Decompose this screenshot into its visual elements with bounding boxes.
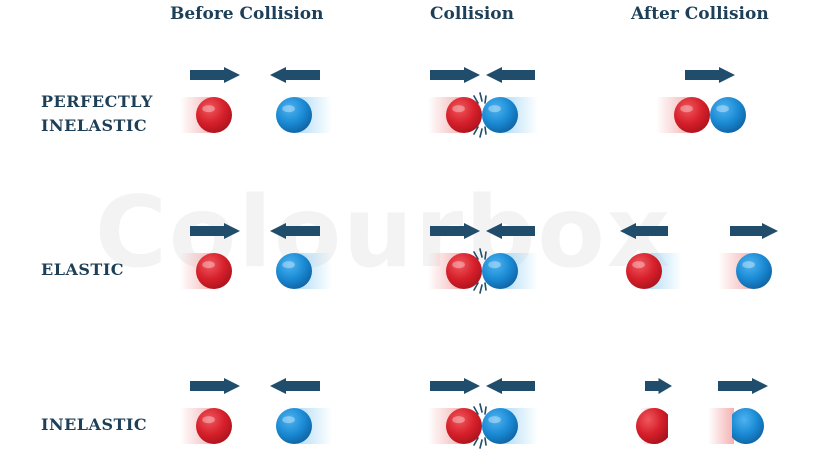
blue-ball [482,97,518,133]
impact-line [473,95,479,104]
impact-line [484,126,487,135]
column-title-before: Before Collision [170,4,324,24]
impact-line [479,439,483,449]
impact-burst [473,403,487,449]
red-ball [626,253,662,289]
arrow-right [685,67,735,83]
impact-line [479,128,483,138]
row-label-perfectly-inelastic: PERFECTLY INELASTIC [41,90,153,138]
red-ball-highlight [452,261,465,269]
blue-ball [276,97,312,133]
blue-ball [482,253,518,289]
red-ball-highlight [202,261,215,269]
row-label-line: PERFECTLY [41,92,153,111]
row-label-inelastic: INELASTIC [41,413,147,437]
arrow-right [190,223,240,239]
arrow-left [270,378,320,394]
arrow-right [190,378,240,394]
impact-line [484,437,487,446]
impact-line [473,251,479,260]
arrow-right [190,67,240,83]
blue-ball-highlight [716,105,729,113]
impact-line [473,406,479,415]
impact-line [484,95,487,104]
red-ball-highlight [202,105,215,113]
red-ball [196,408,232,444]
motion-trail-blue-after [708,408,734,444]
arrow-left [486,223,535,239]
blue-ball-highlight [488,416,501,424]
impact-burst [473,248,487,294]
blue-ball [710,97,746,133]
row-label-elastic: ELASTIC [41,258,124,282]
impact-burst [473,92,487,138]
red-ball [446,253,482,289]
red-ball [674,97,710,133]
blue-ball-highlight [282,416,295,424]
red-ball-highlight [452,416,465,424]
red-ball [446,408,482,444]
impact-line [484,406,487,415]
row-label-line: INELASTIC [41,415,148,434]
arrow-right [430,223,480,239]
red-ball [196,97,232,133]
column-title-collision: Collision [430,4,514,24]
red-ball [446,97,482,133]
row-label-line: ELASTIC [41,260,125,279]
blue-ball-highlight [282,105,295,113]
arrow-left [486,67,535,83]
red-ball-highlight [452,105,465,113]
impact-line [479,403,483,413]
arrow-right-small [645,378,672,394]
blue-ball [736,253,772,289]
arrow-right [430,378,480,394]
blue-ball-deformed [732,407,764,444]
arrow-right [718,378,768,394]
impact-line [473,126,479,135]
red-ball [196,253,232,289]
blue-ball-highlight [742,261,755,269]
blue-ball [482,408,518,444]
blue-ball [276,253,312,289]
red-ball-highlight [632,261,645,269]
blue-ball-highlight [282,261,295,269]
impact-line [473,282,479,291]
impact-line [484,282,487,291]
arrow-left [486,378,535,394]
arrow-left [270,67,320,83]
red-ball-deformed [635,407,668,444]
arrow-left [620,223,668,239]
red-ball-highlight [202,416,215,424]
blue-ball-highlight [488,105,501,113]
red-ball-highlight [680,105,693,113]
row-label-line: INELASTIC [41,116,148,135]
impact-line [484,251,487,260]
impact-line [479,284,483,294]
arrow-right [430,67,480,83]
arrow-left [270,223,320,239]
arrow-right [730,223,778,239]
impact-line [479,92,483,102]
impact-line [473,437,479,446]
impact-line [479,248,483,258]
blue-ball [276,408,312,444]
blue-ball-highlight [488,261,501,269]
column-title-after: After Collision [631,4,769,24]
